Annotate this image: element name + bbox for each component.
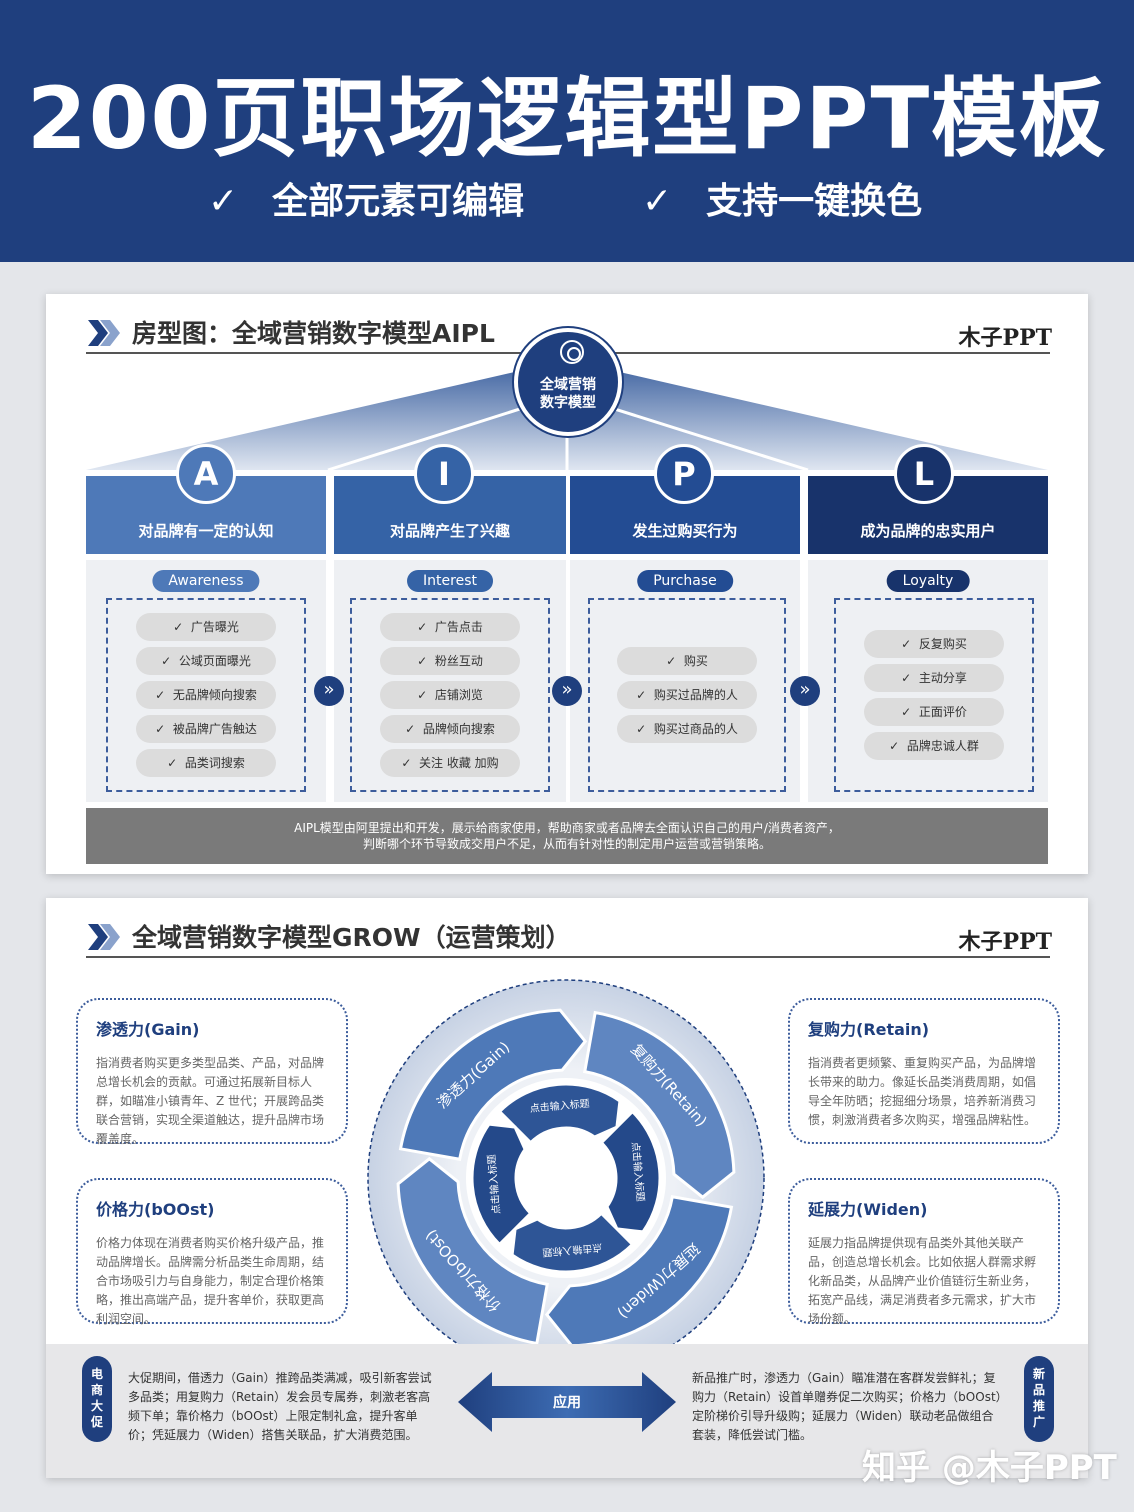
- list-item: ✓ 购买: [617, 647, 757, 675]
- boost-title: 价格力(bOOst): [96, 1200, 215, 1219]
- stage-panel-l: Loyalty ✓ 反复购买 ✓ 主动分享 ✓ 正面评价 ✓ 品牌忠诚人群: [808, 560, 1048, 802]
- slide-title: 全域营销数字模型GROW（运营策划）: [132, 923, 571, 952]
- list-item: ✓ 主动分享: [864, 664, 1004, 692]
- check-icon: ✓: [642, 181, 673, 222]
- target-icon: [560, 340, 584, 364]
- brand-logo: 木子PPT: [958, 929, 1052, 955]
- top-banner: 200页职场逻辑型PPT模板 ✓ 全部元素可编辑 ✓ 支持一键换色: [0, 0, 1134, 262]
- banner-title: 200页职场逻辑型PPT模板: [26, 69, 1108, 169]
- stage-label: 发生过购买行为: [632, 522, 738, 540]
- list-item: ✓ 广告曝光: [136, 613, 276, 641]
- left-text: 大促期间，借透力（Gain）推跨品类满减，吸引新客尝试多品类；用复购力（Reta…: [128, 1371, 432, 1442]
- left-tag: 电商大促: [82, 1356, 112, 1442]
- center-model-circle: 全域营销 数字模型: [514, 328, 622, 436]
- feature-editable: ✓ 全部元素可编辑: [208, 172, 524, 224]
- double-chevron-icon: [88, 924, 120, 950]
- dashed-box: ✓ 广告曝光 ✓ 公域页面曝光 ✓ 无品牌倾向搜索 ✓ 被品牌广告触达 ✓ 品类…: [106, 598, 306, 792]
- right-text: 新品推广时，渗透力（Gain）瞄准潜在客群发尝鲜礼；复购力（Retain）设首单…: [692, 1371, 1002, 1442]
- stage-panel-p: Purchase ✓ 购买 ✓ 购买过品牌的人 ✓ 购买过商品的人: [570, 560, 800, 802]
- inner-segment: [497, 1082, 622, 1145]
- widen-text: 延展力指品牌提供现有品类外其他关联产品，创造总增长机会。比如依据人群需求孵化新品…: [808, 1236, 1037, 1326]
- outer-segments: 渗透力(Gain)复购力(Retain)延展力(Widen)价格力(bOOst): [396, 1008, 736, 1348]
- list-item: ✓ 反复购买: [864, 630, 1004, 658]
- list-item: ✓ 公域页面曝光: [136, 647, 276, 675]
- letter-p: P: [654, 444, 714, 504]
- stage-label: 对品牌产生了兴趣: [389, 522, 510, 540]
- list-item: ✓ 购买过商品的人: [617, 715, 757, 743]
- stage-tag: Awareness: [152, 570, 260, 592]
- footer-line2: 判断哪个环节导致成交用户不足，从而有针对性的制定用户运营或营销策略。: [362, 837, 771, 851]
- gain-box: 渗透力(Gain) 指消费者购买更多类型品类、产品，对品牌总增长机会的贡献。可通…: [76, 998, 348, 1146]
- stage-label: 对品牌有一定的认知: [138, 522, 274, 540]
- widen-title: 延展力(Widen): [808, 1200, 928, 1219]
- boost-text: 价格力体现在消费者购买价格升级产品，推动品牌增长。品牌需分析品类生命周期，结合市…: [96, 1236, 325, 1326]
- list-item: ✓ 关注 收藏 加购: [380, 749, 520, 777]
- double-chevron-icon: [88, 320, 120, 346]
- list-item: ✓ 正面评价: [864, 698, 1004, 726]
- next-stage-arrow-icon: »: [790, 676, 820, 706]
- list-item: ✓ 品类词搜索: [136, 749, 276, 777]
- list-item: ✓ 店铺浏览: [380, 681, 520, 709]
- dashed-box: ✓ 反复购买 ✓ 主动分享 ✓ 正面评价 ✓ 品牌忠诚人群: [834, 598, 1034, 792]
- retain-box: 复购力(Retain) 指消费者更频繁、重复购买产品，为品牌增长带来的助力。像延…: [788, 998, 1060, 1144]
- apply-label: 应用: [553, 1394, 581, 1411]
- footer-line1: AIPL模型由阿里提出和开发，展示给商家使用，帮助商家或者品牌去全面认识自己的用…: [294, 821, 840, 835]
- widen-box: 延展力(Widen) 延展力指品牌提供现有品类外其他关联产品，创造总增长机会。比…: [788, 1178, 1060, 1326]
- slide-title: 房型图：全域营销数字模型AIPL: [132, 319, 495, 348]
- center-hole: [522, 1134, 610, 1222]
- list-item: ✓ 无品牌倾向搜索: [136, 681, 276, 709]
- retain-title: 复购力(Retain): [808, 1020, 930, 1039]
- letter-l: L: [894, 444, 954, 504]
- list-item: ✓ 购买过品牌的人: [617, 681, 757, 709]
- list-item: ✓ 品牌倾向搜索: [380, 715, 520, 743]
- center-line2: 数字模型: [540, 395, 596, 411]
- stage-tag: Loyalty: [886, 570, 970, 592]
- outer-segment: [583, 1010, 736, 1200]
- aipl-slide: 房型图：全域营销数字模型AIPL 木子PPT 全域营销 数字模型 对品牌有一定的…: [46, 294, 1088, 874]
- inner-segment: [510, 1211, 635, 1274]
- outer-segment: [396, 1156, 549, 1346]
- gain-text: 指消费者购买更多类型品类、产品，对品牌总增长机会的贡献。可通过拓展新目标人群，如…: [96, 1056, 325, 1146]
- title-divider: [86, 956, 1050, 958]
- stage-label: 成为品牌的忠实用户: [860, 522, 996, 540]
- feature-text: 全部元素可编辑: [272, 181, 525, 222]
- gain-title: 渗透力(Gain): [96, 1020, 200, 1039]
- next-stage-arrow-icon: »: [314, 676, 344, 706]
- brand-logo: 木子PPT: [958, 325, 1052, 351]
- dashed-box: ✓ 广告点击 ✓ 粉丝互动 ✓ 店铺浏览 ✓ 品牌倾向搜索 ✓ 关注 收藏 加购: [350, 598, 550, 792]
- stage-tag: Interest: [407, 570, 493, 592]
- inner-segment: [470, 1122, 533, 1247]
- center-line1: 全域营销: [540, 377, 596, 393]
- stage-tag: Purchase: [637, 570, 733, 592]
- retain-text: 指消费者更频繁、重复购买产品，为品牌增长带来的助力。像延长品类消费周期，如倡导全…: [808, 1056, 1037, 1127]
- next-stage-arrow-icon: »: [552, 676, 582, 706]
- check-icon: ✓: [208, 181, 239, 222]
- list-item: ✓ 品牌忠诚人群: [864, 732, 1004, 760]
- list-item: ✓ 被品牌广告触达: [136, 715, 276, 743]
- boost-box: 价格力(bOOst) 价格力体现在消费者购买价格升级产品，推动品牌增长。品牌需分…: [76, 1178, 348, 1326]
- aipl-footer: AIPL模型由阿里提出和开发，展示给商家使用，帮助商家或者品牌去全面认识自己的用…: [86, 808, 1048, 864]
- list-item: ✓ 粉丝互动: [380, 647, 520, 675]
- stage-panel-i: Interest ✓ 广告点击 ✓ 粉丝互动 ✓ 店铺浏览 ✓ 品牌倾向搜索 ✓…: [334, 560, 566, 802]
- letter-a: A: [176, 444, 236, 504]
- grow-slide: 全域营销数字模型GROW（运营策划） 木子PPT 渗透力(Gain) 指消费者购…: [46, 898, 1088, 1478]
- outer-segment: [398, 1008, 588, 1161]
- double-arrow-icon: 应用: [458, 1372, 676, 1432]
- inner-segment: [599, 1109, 662, 1234]
- feature-text: 支持一键换色: [706, 181, 923, 222]
- feature-recolor: ✓ 支持一键换色: [642, 172, 922, 224]
- right-tag: 新品推广: [1024, 1356, 1054, 1442]
- list-item: ✓ 广告点击: [380, 613, 520, 641]
- grow-wheel: 渗透力(Gain)复购力(Retain)延展力(Widen)价格力(bOOst)…: [367, 979, 765, 1377]
- letter-i: I: [414, 444, 474, 504]
- application-band: 电商大促 大促期间，借透力（Gain）推跨品类满减，吸引新客尝试多品类；用复购力…: [46, 1344, 1088, 1478]
- dashed-box: ✓ 购买 ✓ 购买过品牌的人 ✓ 购买过商品的人: [588, 598, 786, 792]
- watermark: 知乎 @木子PPT: [862, 1448, 1117, 1488]
- stage-panel-a: Awareness ✓ 广告曝光 ✓ 公域页面曝光 ✓ 无品牌倾向搜索 ✓ 被品…: [86, 560, 326, 802]
